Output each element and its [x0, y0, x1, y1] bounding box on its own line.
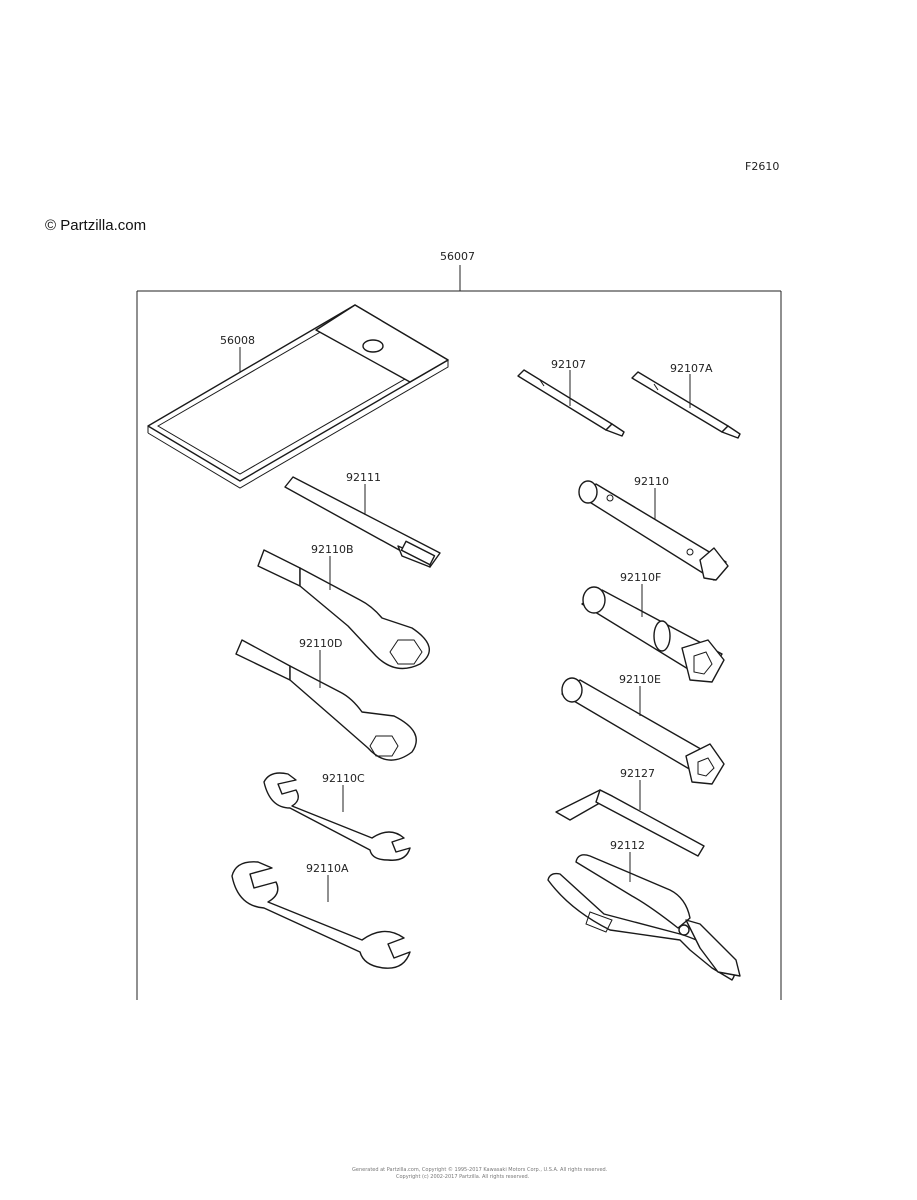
leader-lines: [239, 347, 691, 902]
footer-copyright-line2: Copyright (c) 2002-2017 Partzilla. All r…: [396, 1174, 530, 1180]
footer-copyright-line1: Generated at Partzilla.com, Copyright © …: [352, 1167, 608, 1173]
part-label-92110A[interactable]: 92110A: [306, 862, 349, 875]
diagram-code: F2610: [745, 160, 780, 173]
part-label-56008[interactable]: 56008: [220, 334, 255, 347]
watermark: © Partzilla.com: [45, 217, 147, 234]
screwdriver-92107-shape: [517, 369, 625, 437]
part-label-92127[interactable]: 92127: [620, 767, 655, 780]
part-label-92110D[interactable]: 92110D: [299, 637, 343, 650]
box-wrench-92110-shape: [578, 480, 729, 581]
box-wrench-92110E-shape: [561, 677, 725, 785]
tool-bag-shape: [147, 304, 449, 489]
hex-key-92127-shape: [555, 789, 705, 857]
screwdriver-92107A-shape: [631, 371, 741, 439]
part-label-92110C[interactable]: 92110C: [322, 772, 365, 785]
part-label-92107[interactable]: 92107: [551, 358, 586, 371]
part-label-92110E[interactable]: 92110E: [619, 673, 661, 686]
extension-bar-92111-shape: [284, 476, 441, 568]
assembly-part-number[interactable]: 56007: [440, 250, 475, 263]
part-label-92107A[interactable]: 92107A: [670, 362, 713, 375]
part-label-92111[interactable]: 92111: [346, 471, 381, 484]
assembly-bracket: [136, 265, 782, 1000]
part-label-92110[interactable]: 92110: [634, 475, 669, 488]
part-label-92110F[interactable]: 92110F: [620, 571, 662, 584]
box-socket-92110F-shape: [581, 586, 725, 683]
open-wrench-92110C-shape: [263, 772, 411, 861]
open-wrench-92110A-shape: [231, 861, 411, 969]
ring-wrench-92110B-shape: [257, 549, 430, 670]
part-label-92112[interactable]: 92112: [610, 839, 645, 852]
ring-wrench-92110D-shape: [235, 639, 417, 761]
pliers-92112-shape: [547, 854, 741, 981]
part-label-92110B[interactable]: 92110B: [311, 543, 354, 556]
